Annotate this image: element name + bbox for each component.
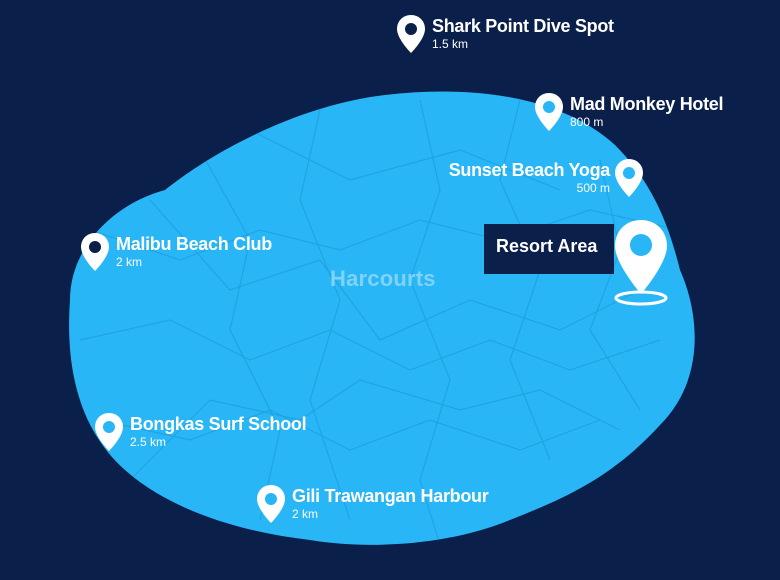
resort-area-label: Resort Area	[496, 236, 598, 256]
poi-distance: 2 km	[292, 507, 319, 521]
map-pin-icon	[257, 485, 285, 523]
resort-label-box	[484, 224, 614, 274]
poi-distance: 500 m	[576, 181, 610, 195]
poi-name: Shark Point Dive Spot	[432, 16, 614, 36]
poi-distance: 2.5 km	[130, 435, 167, 449]
poi-name: Sunset Beach Yoga	[448, 160, 611, 180]
poi-name: Mad Monkey Hotel	[570, 94, 724, 114]
poi-distance: 800 m	[570, 115, 604, 129]
poi-distance: 2 km	[116, 255, 143, 269]
map-pin-icon	[95, 413, 123, 451]
map-pin-icon	[615, 159, 643, 197]
poi-name: Malibu Beach Club	[116, 234, 272, 254]
map-pin-icon	[535, 93, 563, 131]
poi-name: Bongkas Surf School	[130, 414, 307, 434]
resort-location-pin-icon[interactable]	[612, 218, 670, 308]
poi-name: Gili Trawangan Harbour	[292, 486, 489, 506]
road-network	[79, 99, 681, 545]
map-pin-icon	[397, 15, 425, 53]
poi-distance: 1.5 km	[432, 37, 469, 51]
island-name-label: Harcourts	[330, 266, 436, 291]
map-pin-icon	[81, 233, 109, 271]
